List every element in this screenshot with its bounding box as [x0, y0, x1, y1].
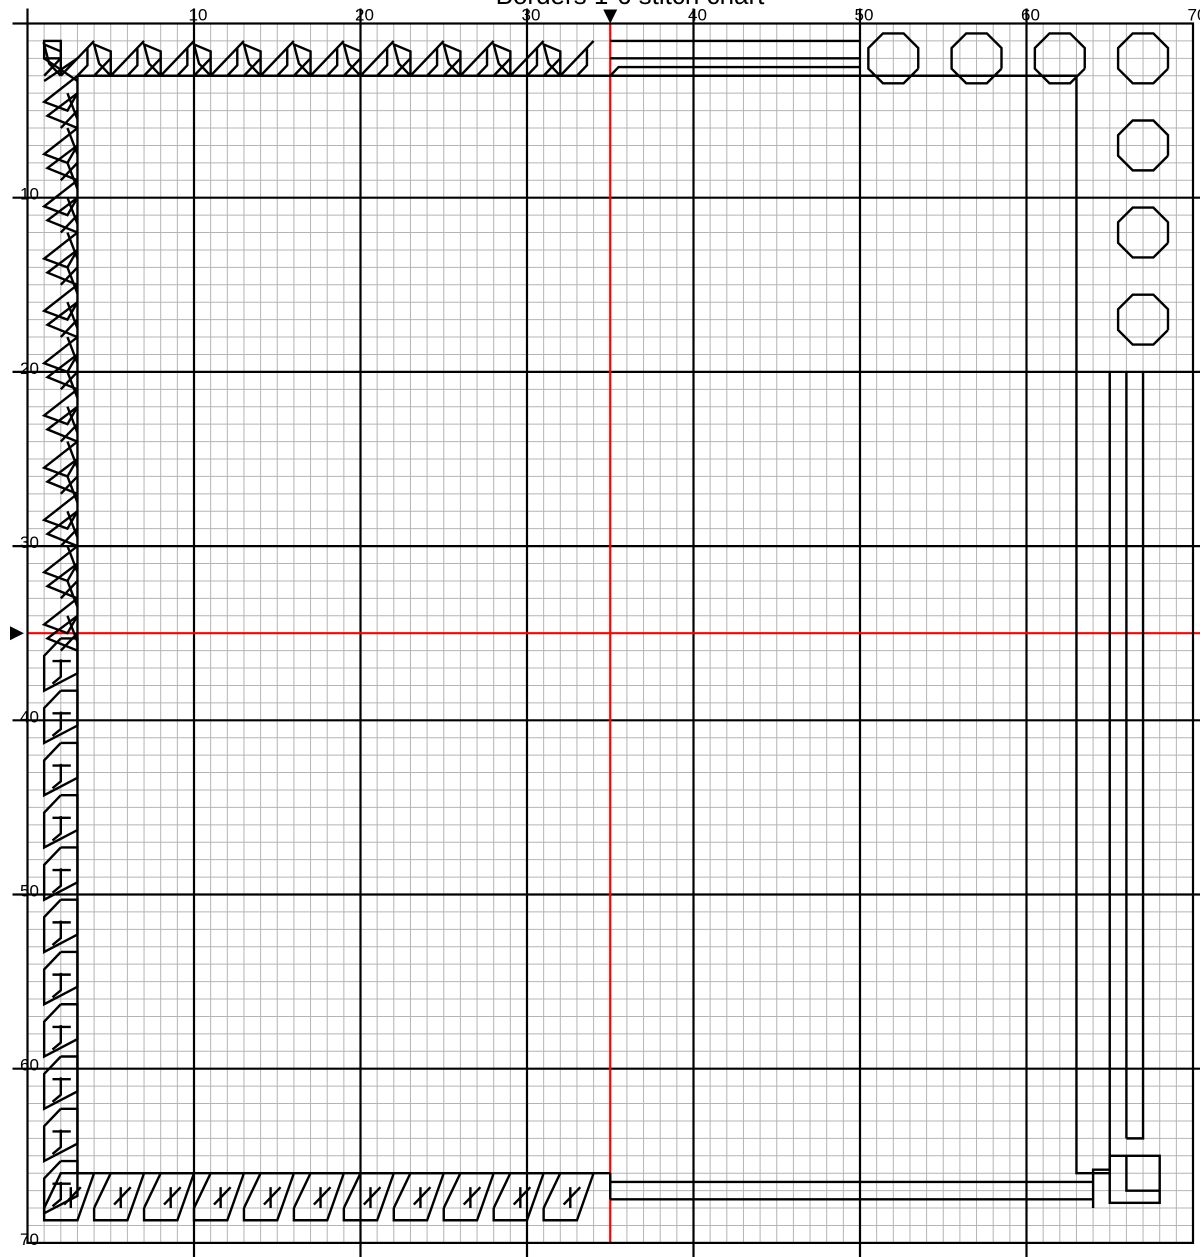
row-label: 50: [20, 882, 39, 901]
petal-stitch: [52, 764, 60, 788]
top-stripe: [610, 67, 860, 76]
center-row-marker: [10, 626, 24, 640]
petal-stitch: [52, 973, 60, 997]
petal-stitch: [214, 1187, 231, 1204]
petal-stitch: [114, 1187, 131, 1204]
petal-stitch: [52, 659, 60, 683]
petal-stitch: [364, 1187, 381, 1204]
center-column-marker: [603, 10, 617, 24]
petal-stitch: [44, 1173, 94, 1220]
row-label: 20: [20, 359, 39, 378]
petal-stitch: [344, 1173, 394, 1220]
petal-stitch: [144, 1173, 194, 1220]
petal-stitch: [494, 1173, 544, 1220]
petal-stitch: [244, 1173, 294, 1220]
petal-stitch: [52, 1077, 60, 1101]
petal-stitch: [314, 1187, 331, 1204]
chart-title: Borders 1-6 stitch chart: [496, 0, 766, 10]
petal-stitch: [194, 1173, 244, 1220]
row-label: 30: [20, 533, 39, 552]
center-lines: [10, 10, 1200, 1243]
bottom-stripe: [1093, 1170, 1110, 1208]
petal-stitch: [52, 1025, 60, 1049]
column-label: 20: [355, 6, 374, 25]
petal-stitch: [52, 1130, 60, 1154]
petal-stitch: [52, 712, 60, 736]
petal-stitch: [464, 1187, 481, 1204]
petal-stitch: [544, 1173, 594, 1220]
row-label: 10: [20, 185, 39, 204]
petal-stitch: [52, 921, 60, 945]
border-inner-line: [627, 76, 1110, 1173]
petal-stitch: [414, 1187, 431, 1204]
petal-stitch: [294, 1173, 344, 1220]
petal-stitch: [164, 1187, 181, 1204]
column-label: 60: [1021, 6, 1040, 25]
border-patterns: [44, 33, 1168, 1220]
row-label: 40: [20, 707, 39, 726]
row-label: 60: [20, 1056, 39, 1075]
row-label: 70: [20, 1230, 39, 1249]
petal-stitch: [394, 1173, 444, 1220]
petal-stitch: [564, 1187, 581, 1204]
petal-stitch: [444, 1173, 494, 1220]
petal-stitch: [52, 868, 60, 892]
petal-stitch: [94, 1173, 144, 1220]
column-label: 70: [1188, 6, 1200, 25]
corner-square: [1110, 1156, 1160, 1203]
petal-stitch: [264, 1187, 281, 1204]
column-label: 50: [855, 6, 874, 25]
frame: [13, 9, 1194, 1243]
column-label: 10: [189, 6, 208, 25]
petal-stitch: [52, 816, 60, 840]
